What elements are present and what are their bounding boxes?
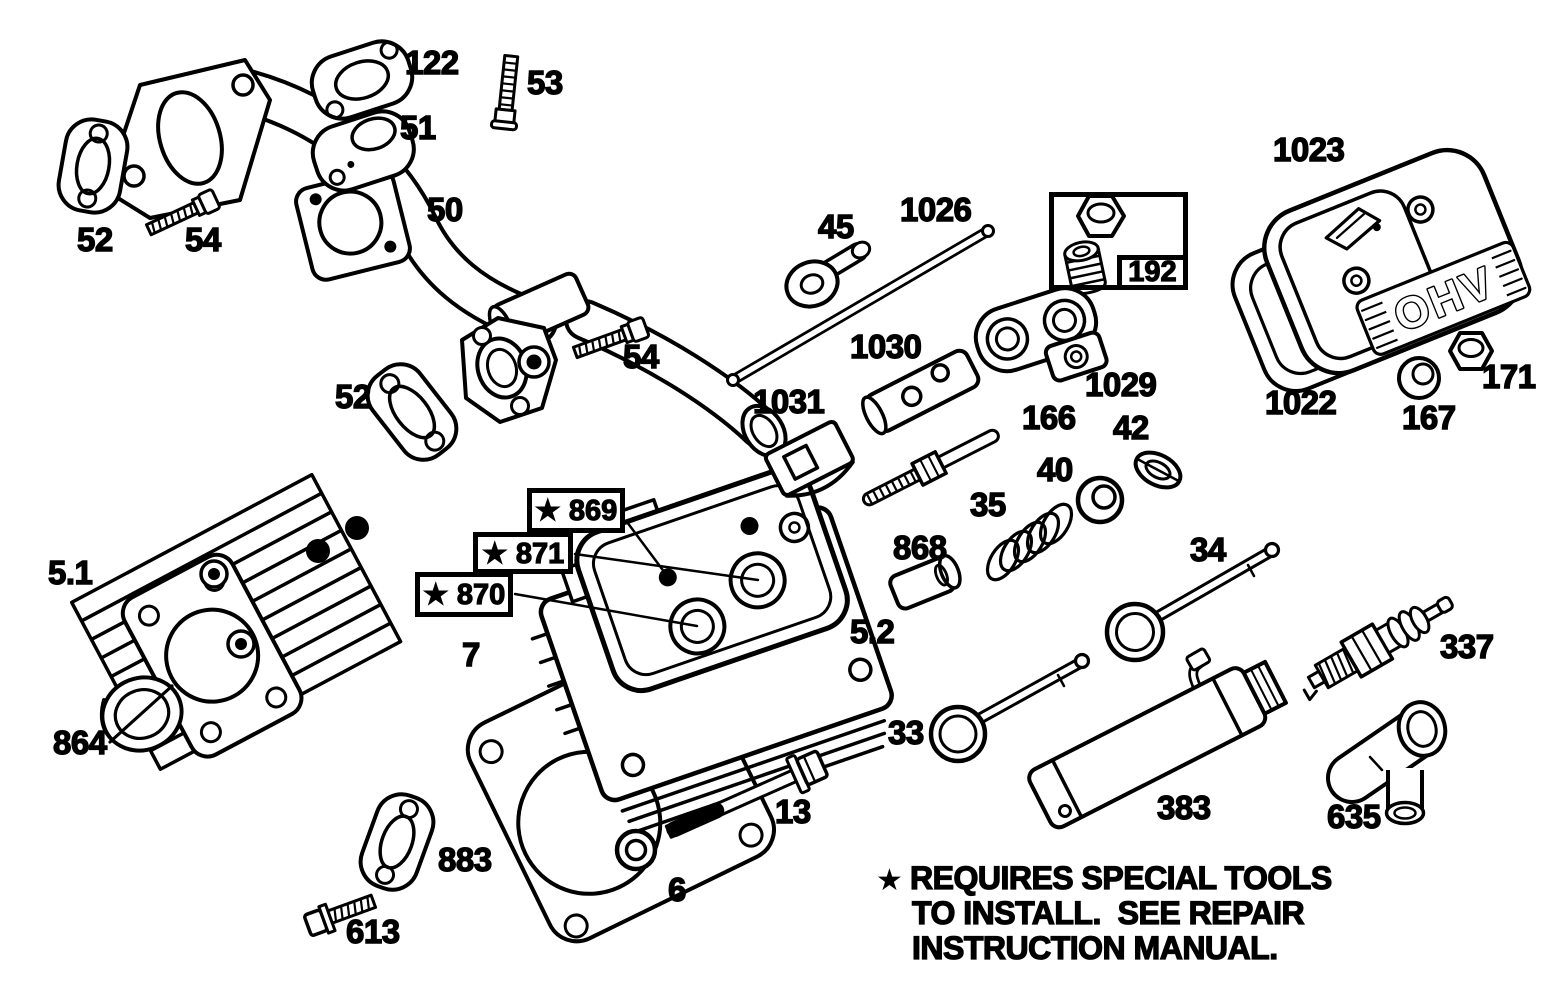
part-label-122: 122 [404,44,459,81]
legend-line-3: INSTRUCTION MANUAL. [911,930,1278,966]
part-label-40: 40 [1036,451,1074,488]
part-label-54-lower: 54 [622,338,660,375]
part-label-34: 34 [1189,531,1227,568]
cover-nut-drawing [1448,331,1494,371]
rocker-arm-drawing [973,286,1109,383]
briggs-logo-icon [1324,207,1382,251]
spark-plug-boot-drawing [1326,700,1448,826]
part-label-1029: 1029 [1084,366,1157,403]
part-label-1023: 1023 [1272,131,1345,168]
boxed-label-870: ★ 870 [415,572,513,617]
cover-washer-drawing [1397,356,1441,400]
carburetor-spacer-stack-drawing [309,39,416,193]
star-icon: ★ [876,864,903,897]
valve-keeper-drawing [1133,450,1183,490]
intake-manifold-drawing [103,58,788,459]
part-label-1030: 1030 [849,328,922,365]
part-label-1022: 1022 [1264,384,1337,421]
breather-tube-assembly-drawing [1027,647,1288,830]
jam-nut-and-set-screw-drawing [1063,194,1126,296]
legend-line-2: TO INSTALL. SEE REPAIR [911,895,1305,931]
part-label-635: 635 [1326,798,1381,835]
manifold-bolt-lower-drawing [571,316,651,360]
spark-plug-drawing [1302,595,1454,702]
boxed-label-192: 192 [1117,255,1188,290]
shield-bolt-drawing [303,893,378,937]
manifold-gasket-upper-drawing [56,117,130,215]
part-label-7: 7 [461,636,481,673]
cylinder-head-drawing [513,467,894,834]
part-label-613: 613 [345,913,400,950]
part-label-171: 171 [1481,358,1536,395]
part-label-6: 6 [667,871,687,908]
push-rod-drawing [726,224,995,387]
boxed-label-869: ★ 869 [527,488,625,533]
rocker-pivot-ball-drawing [784,240,872,309]
part-label-864: 864 [52,724,107,761]
part-label-53: 53 [526,64,564,101]
part-label-51: 51 [399,109,437,146]
head-bolt-drawing [664,749,829,839]
part-label-337: 337 [1439,628,1494,665]
manifold-bolt-upper-drawing [144,188,221,237]
part-label-383: 383 [1156,789,1211,826]
push-rod-guide-drawing [763,419,855,498]
part-label-883: 883 [437,841,492,878]
legend-line-1: REQUIRES SPECIAL TOOLS [909,860,1332,896]
exhaust-valve-drawing [928,652,1091,764]
part-label-33: 33 [887,714,925,751]
cylinder-shield-drawing [69,472,403,772]
part-label-54-upper: 54 [184,221,222,258]
part-label-13: 13 [774,793,812,830]
part-label-35: 35 [969,486,1007,523]
spacer-bolt-drawing [490,53,520,132]
part-label-45: 45 [817,208,855,245]
rocker-pivot-drawing [861,348,981,436]
part-label-166: 166 [1021,399,1076,436]
part-label-52-upper: 52 [76,221,114,258]
part-label-5-2: 5.2 [849,613,895,650]
manifold-gasket-lower-drawing [365,362,459,462]
valve-cap-drawing [888,553,962,611]
part-label-42: 42 [1112,409,1150,446]
intake-valve-drawing [1104,541,1281,663]
boxed-label-871: ★ 871 [473,532,573,574]
part-label-1031: 1031 [752,383,825,420]
spring-retainer-drawing [1075,475,1125,525]
rocker-stud-drawing [861,428,1000,507]
part-label-868: 868 [892,529,947,566]
part-label-1026: 1026 [899,191,972,228]
valve-spring-drawing [985,502,1074,582]
part-label-50: 50 [426,191,464,228]
valve-guide-bushing-drawing [99,675,184,753]
exhaust-gasket-drawing [358,792,436,892]
part-label-5-1: 5.1 [47,554,93,591]
part-label-52-lower: 52 [334,378,372,415]
leader-lines [513,520,760,628]
part-label-167: 167 [1401,399,1456,436]
head-bolt-washer-drawing [614,828,658,872]
